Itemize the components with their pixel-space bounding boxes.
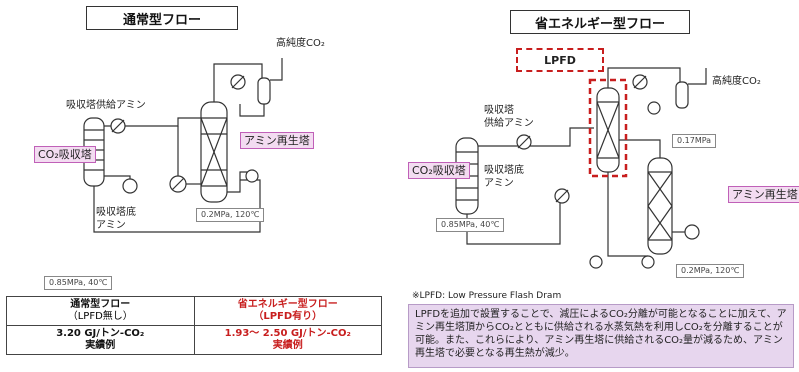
- right-absorber-condition: 0.85MPa, 40℃: [436, 218, 505, 232]
- lpfd-highlight-frame: [588, 78, 628, 178]
- comparison-table: 通常型フロー （LPFD無し） 省エネルギー型フロー （LPFD有り） 3.20…: [6, 296, 382, 355]
- right-pump-bottom: [589, 255, 603, 269]
- right-bottom-amine-label: 吸収塔底 アミン: [484, 165, 524, 189]
- col1-note: 実績例: [85, 340, 116, 351]
- left-bottom-amine-label: 吸収塔底 アミン: [96, 207, 136, 231]
- right-feed-amine-label: 吸収塔 供給アミン: [484, 105, 534, 129]
- left-feed-amine-label: 吸収塔供給アミン: [66, 100, 146, 111]
- right-reboiler: [684, 224, 700, 240]
- left-reflux-drum: [257, 77, 271, 105]
- left-regenerator-label: アミン再生塔: [240, 132, 314, 149]
- right-absorber-label: CO₂吸収塔: [408, 162, 470, 179]
- left-absorber-condition: 0.85MPa, 40℃: [44, 276, 113, 290]
- col1-value: 3.20 GJ/トン-CO₂: [56, 328, 145, 339]
- left-flow-title: 通常型フロー: [86, 6, 238, 30]
- right-flash-condition: 0.17MPa: [672, 134, 717, 148]
- left-pump: [122, 178, 138, 194]
- right-flow-title: 省エネルギー型フロー: [510, 10, 690, 34]
- col2-value: 1.93～ 2.50 GJ/トン-CO₂: [224, 328, 351, 339]
- right-pump-top: [647, 101, 661, 115]
- right-reflux-drum: [675, 81, 689, 109]
- lpfd-footnote: ※LPFD: Low Pressure Flash Dram: [412, 291, 562, 301]
- left-reboiler: [245, 169, 259, 183]
- right-regen-condition: 0.2MPa, 120℃: [676, 264, 745, 278]
- left-regen-condition: 0.2MPa, 120℃: [196, 208, 265, 222]
- col2-heading: 省エネルギー型フロー: [237, 299, 338, 310]
- left-co2-product-label: 高純度CO₂: [276, 38, 325, 49]
- right-co2-product-label: 高純度CO₂: [712, 76, 761, 87]
- left-absorber-label: CO₂吸収塔: [34, 146, 96, 163]
- description-box: LPFDを追加で設置することで、減圧によるCO₂分離が可能となることに加えて、ア…: [408, 304, 794, 368]
- right-regenerator-label: アミン再生塔: [728, 186, 799, 203]
- col1-heading: 通常型フロー: [70, 299, 131, 310]
- col2-subheading: （LPFD有り）: [253, 311, 323, 322]
- lpfd-tag: LPFD: [516, 48, 604, 72]
- col1-subheading: （LPFD無し）: [67, 311, 133, 322]
- col2-note: 実績例: [272, 340, 303, 351]
- right-pump-mid: [641, 255, 655, 269]
